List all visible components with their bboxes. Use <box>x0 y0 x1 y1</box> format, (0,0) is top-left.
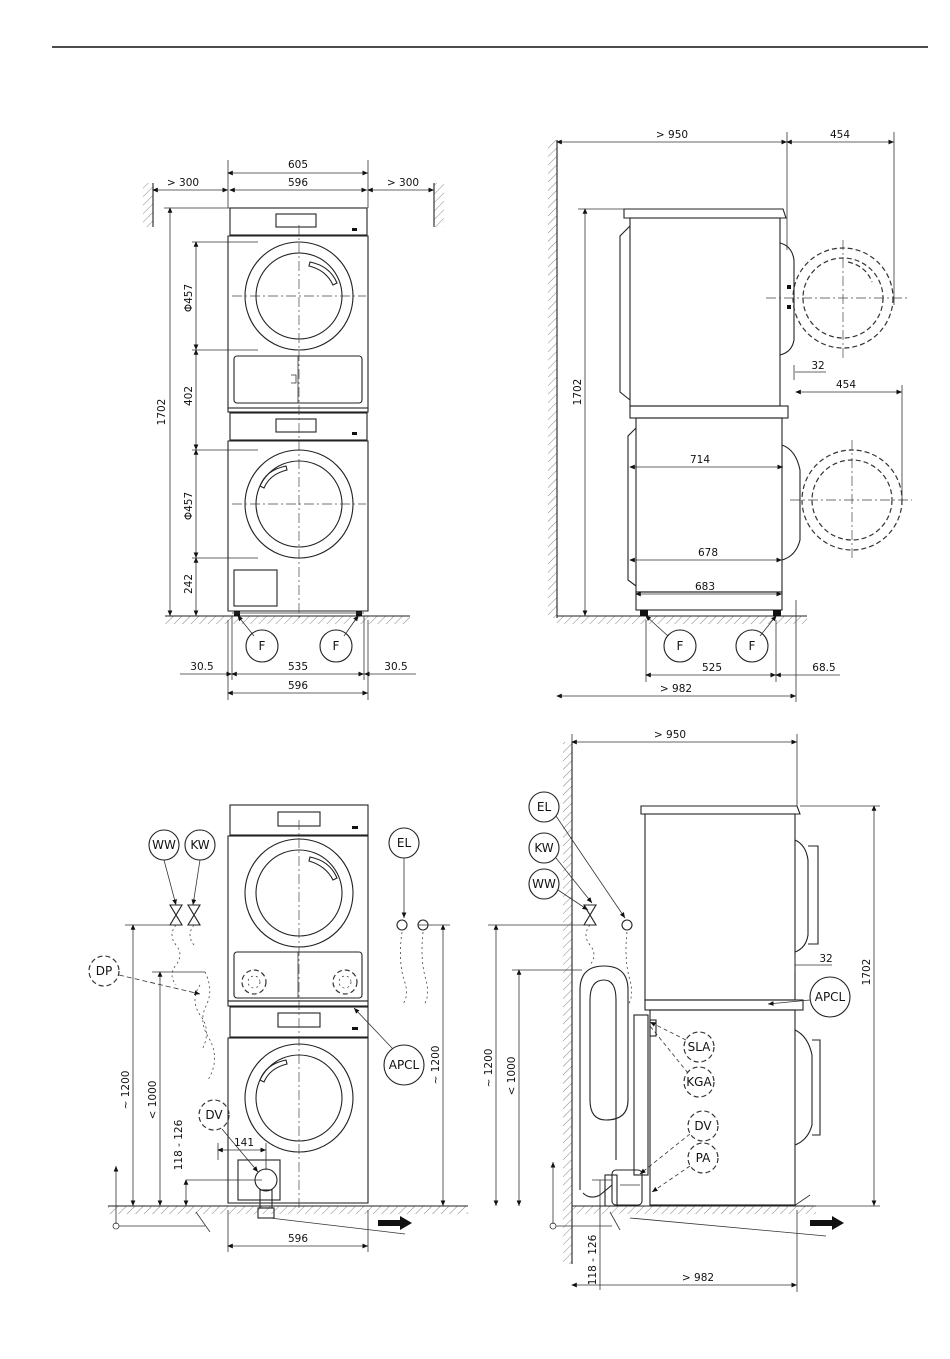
flow-arrow-front <box>378 1216 412 1230</box>
washer-button <box>352 432 357 435</box>
dim-678: 678 <box>698 547 718 559</box>
dim-535: 535 <box>288 661 308 673</box>
dim-950-conn: > 950 <box>654 729 686 741</box>
front-connections-view: WW KW DP EL APCL DV 141 <box>89 805 468 1252</box>
dryer-control-panel <box>230 208 367 235</box>
dim-1200-right: ~ 1200 <box>430 1046 442 1085</box>
rear-wall <box>548 140 557 618</box>
dim-1702-side: 1702 <box>572 379 584 406</box>
dim-30-5-right: 30.5 <box>384 661 407 673</box>
svg-text:KGA: KGA <box>686 1075 712 1089</box>
drain-hose-loop <box>580 966 628 1190</box>
washer-filter-cover <box>234 570 277 606</box>
side-connections-view: EL KW WW APCL SLA KGA DV PA > 950 ~ 1200 <box>483 729 880 1292</box>
dim-gap-left: > 300 <box>167 177 199 189</box>
dim-1200-side: ~ 1200 <box>483 1049 495 1088</box>
dim-402: 402 <box>183 386 195 406</box>
svg-text:WW: WW <box>532 877 556 891</box>
conn-dryer-side-body <box>645 814 795 1000</box>
svg-text:F: F <box>333 639 340 653</box>
dim-242: 242 <box>183 574 195 594</box>
dim-596-bottom: 596 <box>288 680 308 692</box>
dim-596-conn: 596 <box>288 1233 308 1245</box>
dim-118-126-front: 118 - 126 <box>173 1119 185 1170</box>
dim-714: 714 <box>690 454 710 466</box>
dim-454-mid: 454 <box>836 379 856 391</box>
dim-diameter-upper: Φ457 <box>183 284 195 312</box>
floor <box>165 616 410 624</box>
svg-text:SLA: SLA <box>688 1040 712 1054</box>
dim-diameter-lower: Φ457 <box>183 492 195 520</box>
dim-141: 141 <box>234 1137 254 1149</box>
conn-floor <box>108 1206 468 1214</box>
dryer-door-handle <box>309 262 337 285</box>
conn-side-floor <box>572 1206 816 1214</box>
front-view-stacked: 605 596 > 300 > 300 1702 Φ457 402 Φ457 2… <box>143 159 444 700</box>
dim-982-side: > 982 <box>660 683 692 695</box>
svg-text:DP: DP <box>96 964 112 978</box>
washer-body <box>228 441 368 611</box>
svg-text:PA: PA <box>696 1151 711 1165</box>
conn-rear-wall <box>563 742 572 1264</box>
svg-text:EL: EL <box>537 800 552 814</box>
wall-left <box>143 183 153 227</box>
svg-text:WW: WW <box>152 838 176 852</box>
conn-washer-side-body <box>650 1010 795 1205</box>
dryer-button <box>352 228 357 231</box>
svg-text:DV: DV <box>694 1119 712 1133</box>
dim-596-top: 596 <box>288 177 308 189</box>
side-view-stacked: > 950 454 1702 32 454 714 678 683 F F <box>548 129 912 702</box>
svg-text:KW: KW <box>190 838 209 852</box>
svg-text:F: F <box>259 639 266 653</box>
stacking-kit <box>228 408 368 412</box>
dim-1200-left: ~ 1200 <box>120 1071 132 1110</box>
dryer-door-side <box>780 243 794 355</box>
svg-text:F: F <box>749 639 756 653</box>
drain-hose-dotted <box>203 972 215 1080</box>
dim-950-side: > 950 <box>656 129 688 141</box>
conn-washer-body <box>228 1038 368 1203</box>
svg-text:APCL: APCL <box>815 990 846 1004</box>
dim-118-126-side: 118 - 126 <box>587 1234 599 1285</box>
dim-683: 683 <box>695 581 715 593</box>
dryer-foot-left-dashed <box>242 970 266 994</box>
washer-control-panel <box>230 413 367 440</box>
dryer-top-lid <box>624 209 786 218</box>
side-stacking-kit <box>630 406 788 418</box>
side-floor <box>557 616 807 624</box>
dim-1702: 1702 <box>156 399 168 426</box>
dim-32-conn: 32 <box>819 953 832 965</box>
washer-side-body <box>636 418 782 592</box>
svg-text:F: F <box>677 639 684 653</box>
dim-525: 525 <box>702 662 722 674</box>
dim-605: 605 <box>288 159 308 171</box>
sla-kga-pipe <box>634 1015 648 1175</box>
svg-text:DV: DV <box>205 1108 223 1122</box>
wall-right <box>434 183 444 227</box>
dim-gap-right: > 300 <box>387 177 419 189</box>
dryer-foot-right-dashed <box>333 970 357 994</box>
washer-plinth <box>636 592 782 610</box>
dim-30-5-left: 30.5 <box>190 661 213 673</box>
dim-454-top: 454 <box>830 129 850 141</box>
dim-1000-front: < 1000 <box>147 1081 159 1120</box>
dim-1702-conn: 1702 <box>861 959 873 986</box>
washer-door-side <box>782 445 800 560</box>
dim-982-conn: > 982 <box>682 1272 714 1284</box>
svg-text:EL: EL <box>397 836 412 850</box>
svg-text:APCL: APCL <box>389 1058 420 1072</box>
svg-text:KW: KW <box>534 841 553 855</box>
dryer-side-body <box>630 218 780 406</box>
dim-68-5: 68.5 <box>812 662 835 674</box>
dim-1000-side: < 1000 <box>506 1057 518 1096</box>
dim-32-side: 32 <box>811 360 824 372</box>
flow-arrow-side <box>810 1216 844 1230</box>
